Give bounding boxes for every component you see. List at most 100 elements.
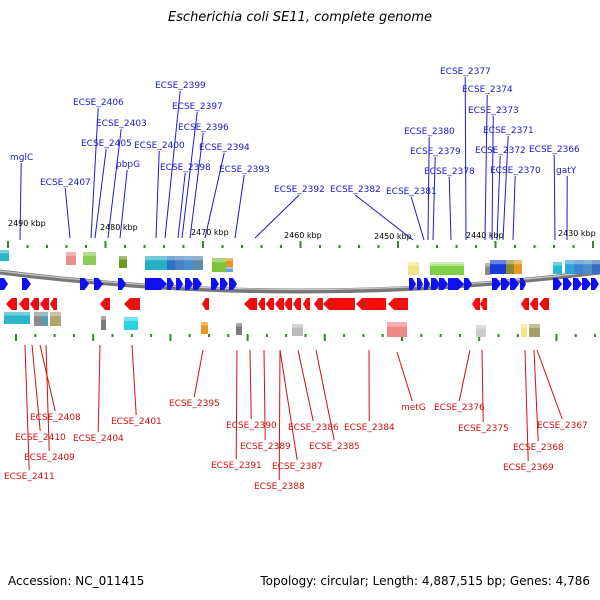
feature-box-sheen xyxy=(506,260,514,265)
feature-box xyxy=(430,262,464,266)
feature-box-sheen xyxy=(212,258,226,263)
feature-box xyxy=(583,260,592,274)
reverse-gene-label-ecse-2404: ECSE_2404 xyxy=(73,434,124,444)
feature-box xyxy=(4,312,30,324)
reverse-gene-label-ecse-2386: ECSE_2386 xyxy=(288,423,339,433)
forward-label-connector xyxy=(107,128,122,239)
forward-label-connector xyxy=(512,175,516,241)
scale-label: 2460 kbp xyxy=(284,231,322,240)
feature-box xyxy=(175,256,184,270)
reverse-label-connector xyxy=(533,349,539,442)
reverse-gene-arrow xyxy=(244,298,257,310)
feature-box-sheen xyxy=(167,256,175,261)
feature-box xyxy=(119,256,127,268)
feature-box-sheen xyxy=(201,322,208,326)
feature-box xyxy=(292,324,303,336)
reverse-gene-label-ecse-2409: ECSE_2409 xyxy=(24,453,75,463)
forward-gene-arrow xyxy=(573,278,582,290)
reverse-gene-label-ecse-2367: ECSE_2367 xyxy=(537,421,588,431)
forward-gene-label-pbpg: pbpG xyxy=(116,160,140,170)
feature-box-sheen xyxy=(490,260,506,265)
feature-box xyxy=(50,312,61,326)
feature-box-sheen xyxy=(184,256,193,261)
feature-box xyxy=(201,322,208,334)
feature-box-sheen xyxy=(529,324,540,328)
feature-box-sheen xyxy=(0,250,9,254)
reverse-gene-label-metg: metG xyxy=(401,403,426,413)
reverse-label-connector xyxy=(31,344,41,432)
forward-gene-label-gaty: gatY xyxy=(556,166,577,176)
feature-box-sheen xyxy=(66,252,76,256)
feature-box-sheen xyxy=(4,312,30,316)
feature-box xyxy=(592,260,600,274)
reverse-label-connector xyxy=(279,349,298,461)
reverse-gene-label-ecse-2376: ECSE_2376 xyxy=(434,403,485,413)
forward-gene-label-ecse-2380: ECSE_2380 xyxy=(404,127,455,137)
reverse-gene-label-ecse-2390: ECSE_2390 xyxy=(226,421,277,431)
reverse-gene-arrow xyxy=(40,298,49,310)
scale-label: 2430 kbp xyxy=(558,229,596,238)
forward-gene-arrow xyxy=(448,278,464,290)
feature-box-sheen xyxy=(226,267,233,269)
gene-labels: mglCECSE_2407ECSE_2406ECSE_2405ECSE_2403… xyxy=(4,67,588,492)
forward-gene-label-ecse-2398: ECSE_2398 xyxy=(160,163,211,173)
gene-arrows xyxy=(0,278,599,310)
forward-gene-arrow xyxy=(145,278,167,290)
reverse-gene-arrow xyxy=(539,298,549,310)
label-connectors xyxy=(19,76,568,481)
forward-gene-arrow xyxy=(22,278,31,290)
feature-box-sheen xyxy=(485,263,491,267)
reverse-gene-label-ecse-2384: ECSE_2384 xyxy=(344,423,395,433)
forward-gene-label-ecse-2381: ECSE_2381 xyxy=(386,187,437,197)
feature-box xyxy=(476,325,486,337)
forward-gene-arrow xyxy=(167,278,174,290)
feature-box-sheen xyxy=(119,256,127,260)
feature-box-sheen xyxy=(50,312,61,317)
reverse-label-connector xyxy=(396,351,413,402)
feature-box-sheen xyxy=(34,312,41,317)
forward-label-connector xyxy=(464,76,467,241)
reverse-label-connector xyxy=(524,349,529,462)
forward-gene-label-ecse-2400: ECSE_2400 xyxy=(134,141,185,151)
feature-box xyxy=(529,324,540,337)
reverse-gene-arrow xyxy=(480,298,487,310)
forward-gene-label-ecse-2399: ECSE_2399 xyxy=(155,81,206,91)
feature-box-sheen xyxy=(408,262,419,266)
reverse-gene-arrow xyxy=(284,298,292,310)
forward-gene-label-ecse-2405: ECSE_2405 xyxy=(81,139,132,149)
reverse-label-connector xyxy=(24,344,30,471)
feature-box-sheen xyxy=(83,252,96,256)
reverse-label-connector xyxy=(97,344,101,433)
feature-box xyxy=(226,258,233,267)
forward-gene-arrow xyxy=(582,278,591,290)
reverse-gene-label-ecse-2389: ECSE_2389 xyxy=(240,442,291,452)
feature-box xyxy=(387,322,407,337)
reverse-gene-arrow xyxy=(258,298,265,310)
forward-label-connector xyxy=(204,152,225,239)
feature-box-sheen xyxy=(583,260,592,265)
reverse-gene-label-ecse-2388: ECSE_2388 xyxy=(254,482,305,492)
forward-gene-arrow xyxy=(193,278,202,290)
forward-label-connector xyxy=(234,174,245,239)
reverse-gene-arrow xyxy=(6,298,17,310)
forward-gene-arrow xyxy=(80,278,89,290)
reverse-gene-arrow xyxy=(293,298,301,310)
forward-label-connector xyxy=(491,115,494,241)
scale-label: 2480 kbp xyxy=(100,223,138,232)
reverse-label-connector xyxy=(45,344,50,452)
reverse-gene-arrow xyxy=(50,298,57,310)
forward-gene-label-ecse-2393: ECSE_2393 xyxy=(219,165,270,175)
forward-label-connector xyxy=(19,162,22,241)
forward-gene-label-mglc: mglC xyxy=(10,153,33,163)
feature-box-sheen xyxy=(514,260,522,265)
forward-gene-arrow xyxy=(520,278,526,290)
reverse-gene-label-ecse-2401: ECSE_2401 xyxy=(111,417,162,427)
forward-gene-label-ecse-2374: ECSE_2374 xyxy=(462,85,513,95)
feature-boxes xyxy=(0,250,600,337)
reverse-gene-label-ecse-2391: ECSE_2391 xyxy=(211,461,262,471)
reverse-gene-arrow xyxy=(314,298,323,310)
feature-box xyxy=(66,252,76,265)
forward-gene-label-ecse-2377: ECSE_2377 xyxy=(440,67,491,77)
forward-label-connector xyxy=(410,196,425,241)
